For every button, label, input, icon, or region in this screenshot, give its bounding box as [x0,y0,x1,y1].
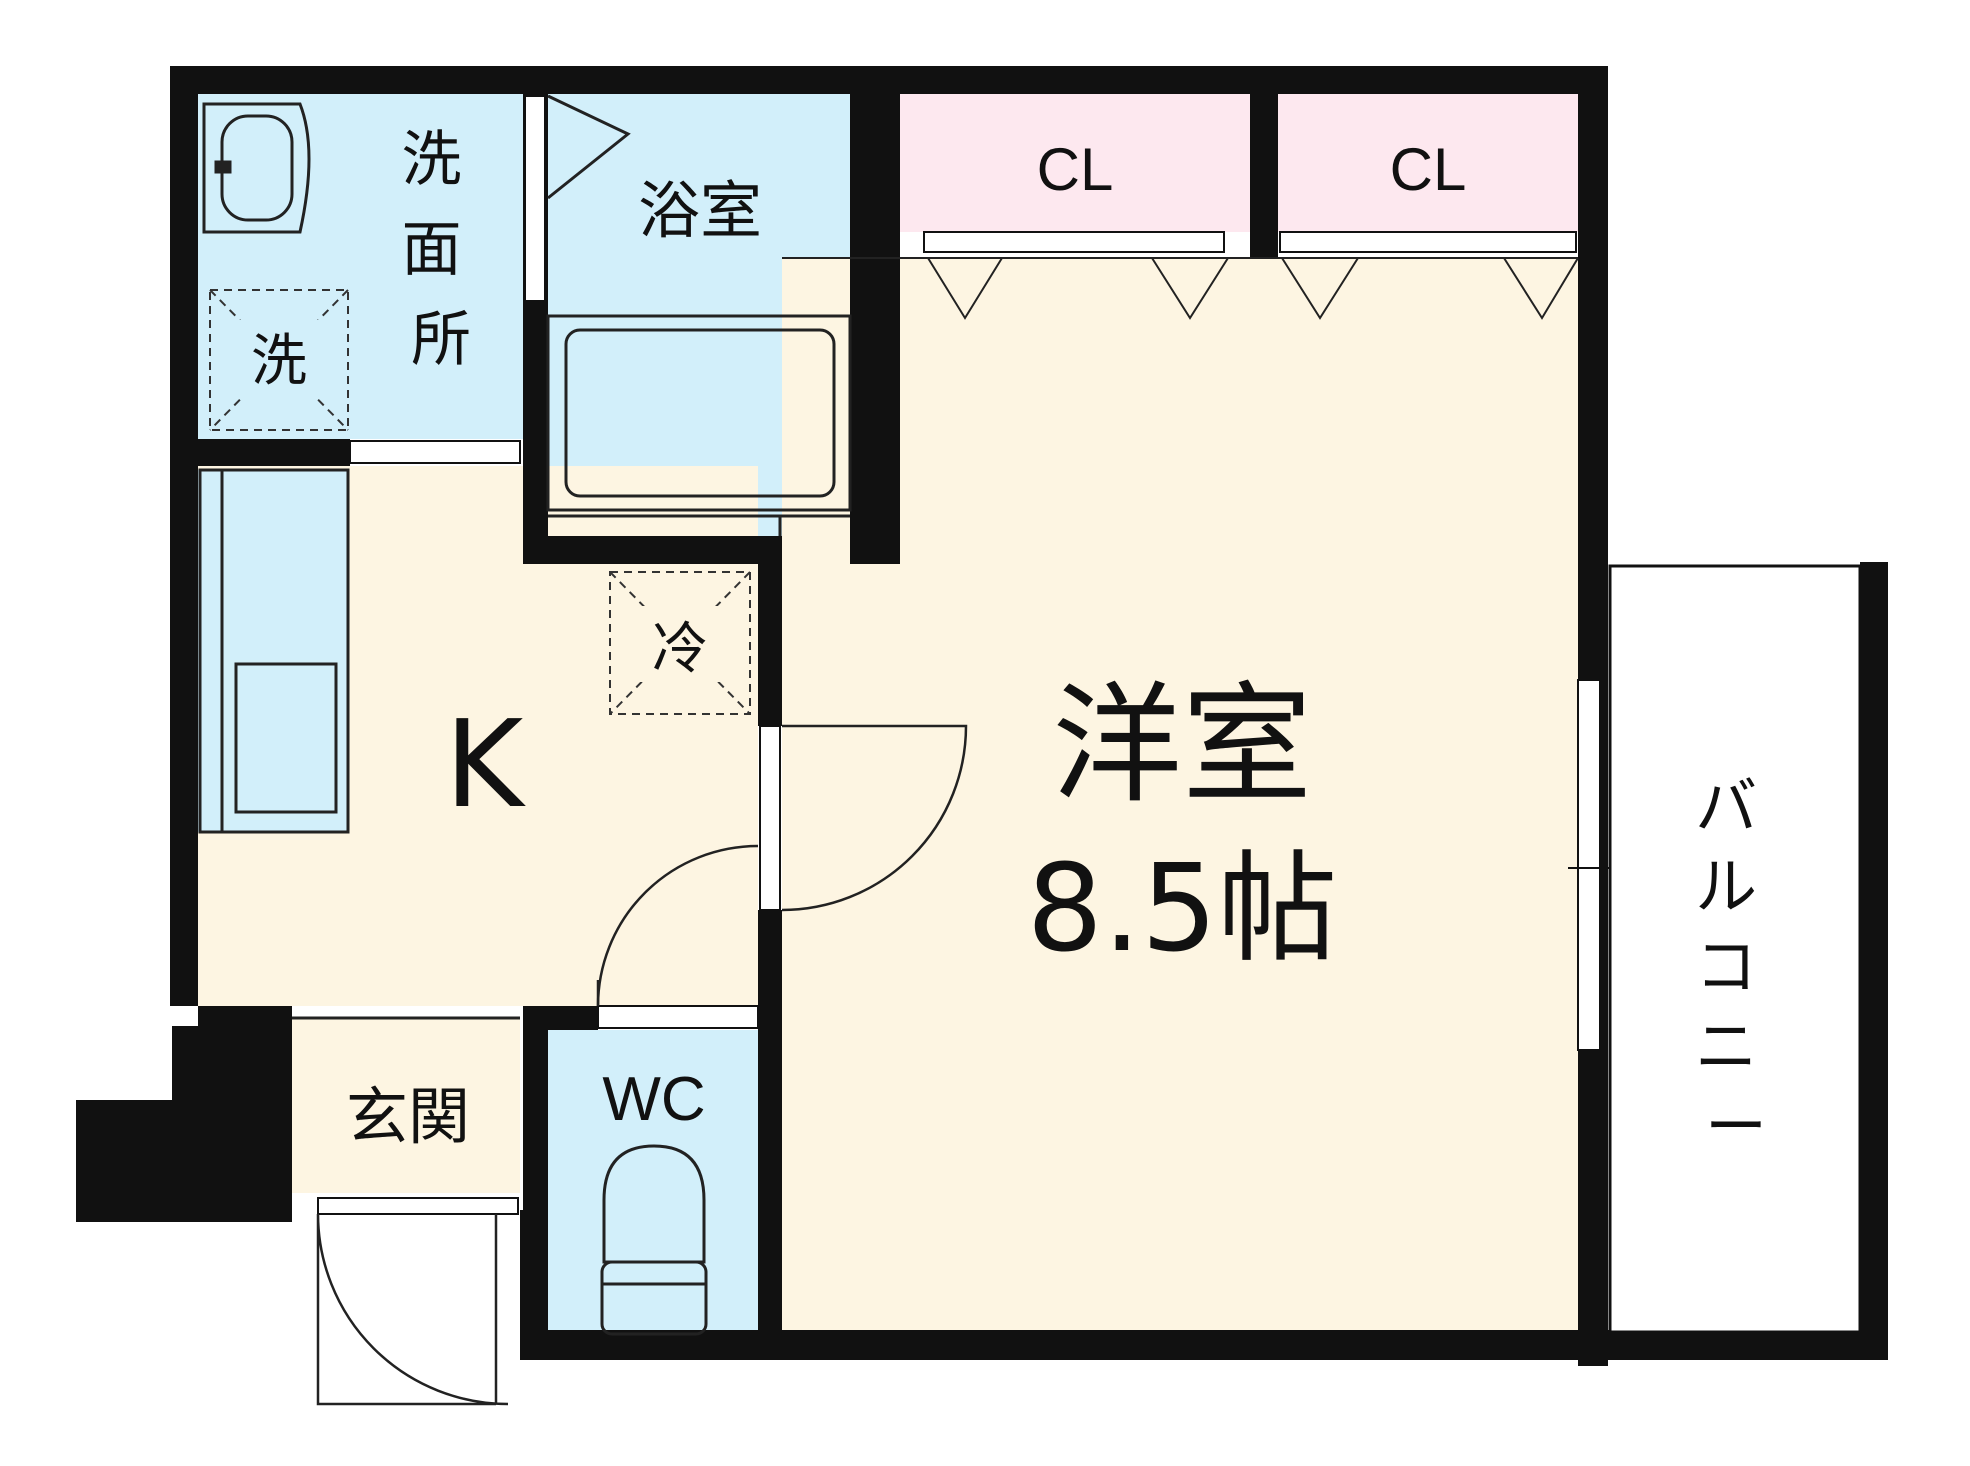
closet-door-marks [782,257,1579,320]
closet-left-floor [900,94,1250,232]
entrance-door-swing [316,1213,509,1406]
kitchen-label: K [445,696,527,835]
kitchen-counter-icon [198,468,350,834]
western-room-label: 洋室 [1052,669,1312,821]
fridge-label-bg [628,606,732,682]
toilet-label: WC [602,1065,705,1134]
entrance-label: 玄関 [346,1080,470,1153]
walls [76,66,1888,1366]
bath-label: 浴室 [638,174,762,247]
washer-label: 洗 [251,329,307,394]
toilet-icon [600,1144,708,1336]
room-door-swing [781,724,968,912]
entrance-floor [292,1018,520,1193]
washer-label-bg [228,320,330,398]
bath-door-icon [547,94,631,200]
kitchen-wc-door-swing [596,844,759,1007]
closet-right-floor [1278,94,1578,232]
fridge-label: 冷 [652,617,708,682]
western-room-size-label: 8.5帖 [1027,840,1338,979]
balcony-label: バ ル コ ニ ー [1695,770,1777,1163]
closet-right-label: CL [1390,136,1467,203]
door-swings [316,724,968,1406]
balcony-area [1608,564,1862,1334]
western-room-floor [782,258,1578,1330]
wall-openings [317,95,1601,1215]
closet-left-label: CL [1037,136,1114,203]
bathtub-icon [546,314,852,536]
washroom-label: 洗 面 所 [401,125,480,375]
washbasin-icon [202,102,311,234]
